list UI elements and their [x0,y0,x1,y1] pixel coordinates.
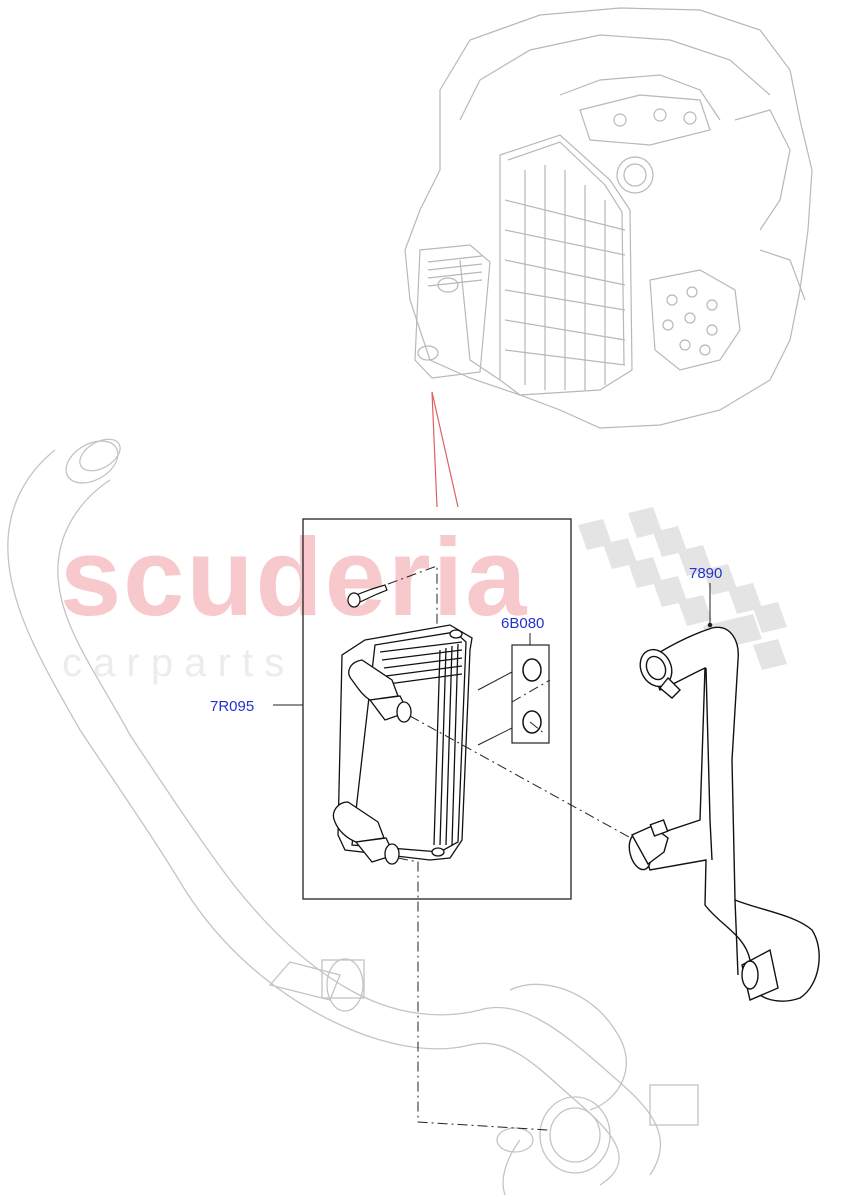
coolant-hose-ghost-icon [7,438,699,1196]
transmission-assembly-icon [404,7,813,429]
seal-leader-top [477,671,513,691]
assembly-axis-lines [397,679,639,1131]
cooler-hose-icon [628,626,820,1002]
bolt-icon [347,584,388,608]
checker-flag-watermark [578,507,787,670]
exploded-view-frame [302,518,572,900]
cooler-part-number: 7R095 [210,698,254,715]
seal-group [477,644,550,746]
o-ring-icon [522,658,542,734]
seal-frame [511,644,550,744]
hose-part-number: 7890 [689,565,722,582]
seal-leader-bottom [477,727,513,746]
watermark-brand: scuderia [60,516,528,639]
seal-part-number: 6B080 [501,615,544,632]
watermark-tagline: c a r p a r t s [62,641,284,685]
callout-leaders [273,583,713,706]
location-leader-lines [431,391,459,508]
oil-cooler-icon [332,624,473,865]
